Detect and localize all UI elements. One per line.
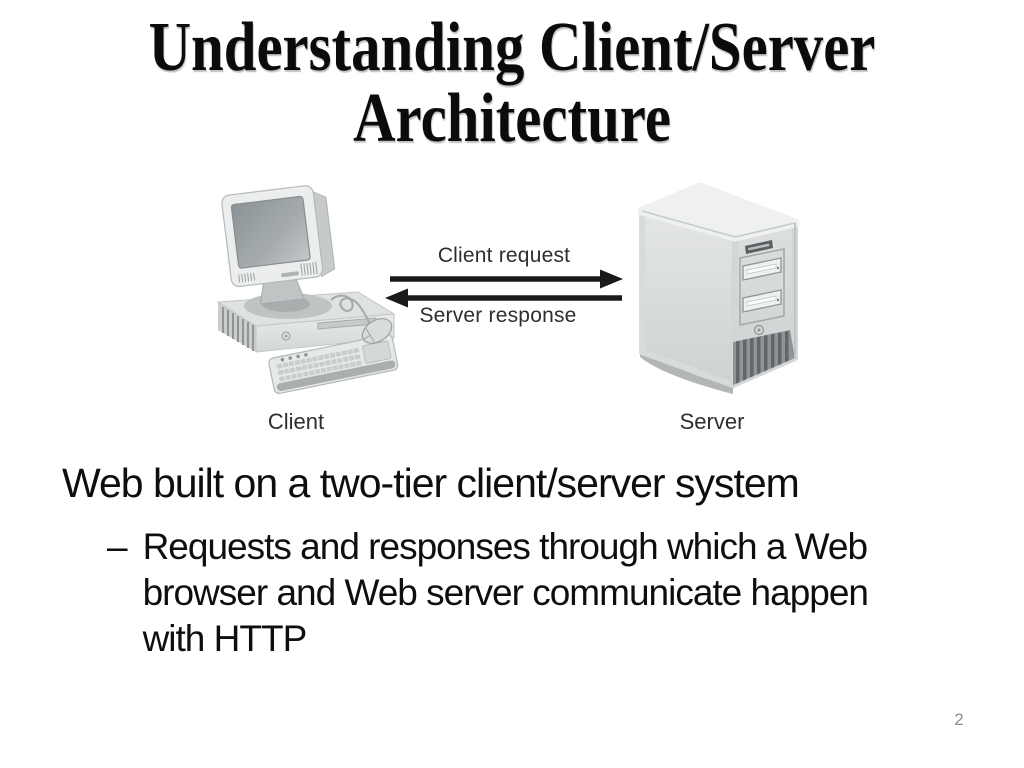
page-number: 2: [954, 710, 964, 729]
server-caption: Server: [679, 409, 745, 434]
server-response-label: Server response: [419, 304, 577, 327]
bullet-line2: browser and Web server communicate happe…: [142, 572, 869, 613]
response-arrow-left: [385, 288, 622, 308]
request-arrow-right: [390, 269, 623, 289]
client-caption: Client: [267, 409, 325, 434]
request-response-arrows-icon: [385, 269, 623, 308]
client-server-diagram: Client request Server response Client Se…: [216, 182, 800, 434]
bullet-line1: Requests and responses through which a W…: [142, 526, 869, 567]
body-heading: Web built on a two-tier client/server sy…: [62, 460, 800, 506]
bullet-text: Requests and responses through which a W…: [142, 524, 869, 662]
client-computer-icon: [216, 185, 399, 394]
page-title: Understanding Client/Server Architecture: [82, 12, 942, 154]
bullet-line3: with HTTP: [142, 618, 308, 659]
page-title-line1: Understanding Client/Server: [148, 9, 876, 86]
client-request-label: Client request: [437, 244, 571, 267]
page-title-line2: Architecture: [353, 80, 671, 157]
bullet-dash: –: [107, 526, 128, 567]
server-tower-icon: [637, 182, 800, 394]
body-bullet: – Requests and responses through which a…: [107, 524, 869, 662]
